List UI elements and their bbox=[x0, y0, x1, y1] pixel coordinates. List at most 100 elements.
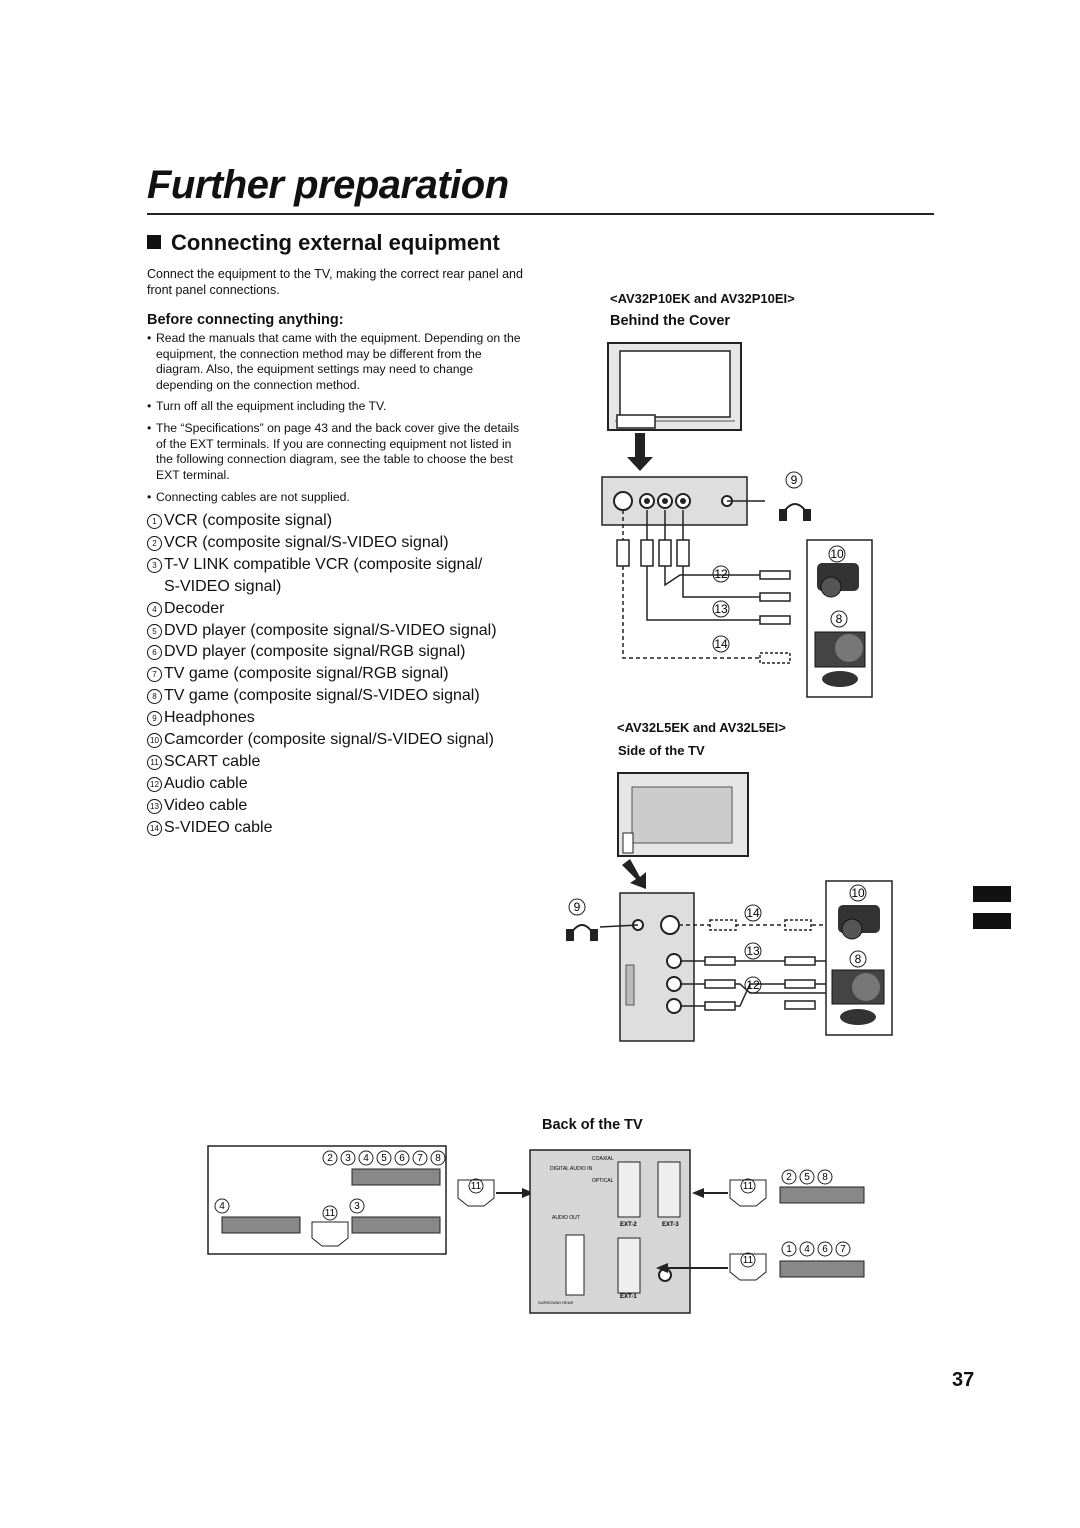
bullet-icon: • bbox=[147, 399, 152, 413]
item-text: Audio cable bbox=[164, 774, 248, 792]
intro-text: Connect the equipment to the TV, making … bbox=[147, 267, 523, 297]
bullet-text: Connecting cables are not supplied. bbox=[156, 490, 350, 504]
item-text: DVD player (composite signal/S-VIDEO sig… bbox=[164, 621, 497, 639]
item-text: DVD player (composite signal/RGB signal) bbox=[164, 643, 466, 661]
bullet-item: •Read the manuals that came with the equ… bbox=[147, 331, 525, 393]
callout-10: 10 bbox=[830, 547, 844, 561]
l5-connection-diagram: 9 10 14 13 8 12 bbox=[566, 772, 893, 1042]
coaxial-label: COAXIAL bbox=[592, 1156, 614, 1162]
digital-audio-in-label: DIGITAL AUDIO IN bbox=[550, 1166, 593, 1172]
bullet-item: • Turn off all the equipment including th… bbox=[147, 399, 525, 415]
p10-location-label: Behind the Cover bbox=[610, 313, 731, 329]
heading-square-icon bbox=[147, 235, 161, 249]
bullet-icon: • bbox=[147, 421, 152, 435]
p10-connection-diagram: 9 10 12 13 8 14 bbox=[601, 342, 873, 698]
item-number: 3 bbox=[147, 557, 162, 573]
callout-3: 3 bbox=[345, 1153, 351, 1164]
item-text: Decoder bbox=[164, 599, 225, 617]
surround-label: SURROUND REAR bbox=[538, 1300, 573, 1305]
side-tab-marker bbox=[973, 886, 1011, 902]
item-number: 4 bbox=[147, 601, 162, 617]
arrow-left-icon bbox=[656, 1263, 668, 1273]
tv-front-illustration bbox=[607, 342, 742, 431]
item-text: T-V LINK compatible VCR (composite signa… bbox=[164, 555, 483, 573]
callout-10: 10 bbox=[851, 886, 865, 900]
svg-text:1: 1 bbox=[786, 1244, 792, 1255]
callout-13: 13 bbox=[714, 602, 728, 616]
callout-11: 11 bbox=[325, 1208, 336, 1219]
item-number: 12 bbox=[147, 776, 162, 792]
cable-lines bbox=[616, 500, 791, 664]
callout-14: 14 bbox=[746, 906, 760, 920]
bullet-icon: • bbox=[147, 490, 152, 504]
callout-12: 12 bbox=[714, 567, 728, 581]
right-callouts: 11 11 2 5 8 1 4 6 7 bbox=[740, 1169, 851, 1268]
item-number: 6 bbox=[147, 645, 162, 661]
arrow-left-icon bbox=[692, 1188, 704, 1198]
item-text: VCR (composite signal) bbox=[164, 512, 333, 529]
svg-text:11: 11 bbox=[743, 1181, 754, 1192]
item-number: 13 bbox=[147, 798, 162, 814]
item-text: Camcorder (composite signal/S-VIDEO sign… bbox=[164, 731, 494, 749]
device-box bbox=[779, 1260, 865, 1278]
side-tab-marker bbox=[973, 913, 1011, 929]
scart-left-callout: 11 bbox=[468, 1178, 484, 1194]
bullet-item: • Connecting cables are not supplied. bbox=[147, 490, 525, 506]
callouts: 9 10 14 13 8 12 bbox=[568, 884, 867, 994]
callout-8: 8 bbox=[855, 952, 862, 966]
bullet-text: Read the manuals that came with the equi… bbox=[156, 331, 521, 392]
diagonal-arrow-icon bbox=[622, 859, 646, 889]
callout-14: 14 bbox=[714, 637, 728, 651]
item-number: 2 bbox=[147, 535, 162, 551]
device-box bbox=[779, 1186, 865, 1204]
l5-model-label: <AV32L5EK and AV32L5EI> bbox=[617, 720, 786, 735]
svg-text:2: 2 bbox=[786, 1172, 792, 1183]
callout-9: 9 bbox=[791, 473, 798, 487]
ext3-label: EXT-3 bbox=[662, 1222, 679, 1228]
item-text: VCR (composite signal/S-VIDEO signal) bbox=[164, 533, 449, 551]
left-callouts: 2 3 4 5 6 7 8 4 11 3 bbox=[214, 1150, 446, 1221]
svg-text:8: 8 bbox=[822, 1172, 828, 1183]
title-rule bbox=[147, 213, 934, 215]
bullet-text: Turn off all the equipment including the… bbox=[156, 399, 387, 413]
ext2-label: EXT-2 bbox=[620, 1222, 637, 1228]
callout-3: 3 bbox=[354, 1201, 360, 1212]
callout-6: 6 bbox=[399, 1153, 405, 1164]
p10-model-label: <AV32P10EK and AV32P10EI> bbox=[610, 291, 795, 306]
arrow-right-icon bbox=[522, 1188, 534, 1198]
back-of-tv-label: Back of the TV bbox=[542, 1117, 643, 1133]
section-heading-text: Connecting external equipment bbox=[171, 230, 500, 255]
list-item-continuation: S-VIDEO signal) bbox=[164, 577, 282, 595]
callout-7: 7 bbox=[417, 1153, 423, 1164]
callout-4: 4 bbox=[363, 1153, 369, 1164]
tv-back-panel: DIGITAL AUDIO IN COAXIAL OPTICAL AUDIO O… bbox=[529, 1149, 691, 1314]
item-number: 7 bbox=[147, 667, 162, 683]
callout-9: 9 bbox=[574, 900, 581, 914]
svg-text:11: 11 bbox=[743, 1255, 754, 1266]
headphones-icon bbox=[779, 503, 811, 521]
page-title: Further preparation bbox=[147, 163, 509, 207]
callout-12: 12 bbox=[746, 978, 760, 992]
item-text: TV game (composite signal/S-VIDEO signal… bbox=[164, 687, 480, 705]
game-console-icon bbox=[831, 969, 885, 1025]
game-console-icon bbox=[814, 631, 866, 687]
callout-4: 4 bbox=[219, 1201, 225, 1212]
callout-8: 8 bbox=[836, 612, 843, 626]
camcorder-icon bbox=[838, 905, 880, 940]
audio-out-label: AUDIO OUT bbox=[552, 1215, 580, 1221]
svg-text:11: 11 bbox=[471, 1181, 482, 1192]
side-panel bbox=[619, 892, 695, 1042]
item-number: 14 bbox=[147, 820, 162, 836]
camcorder-icon bbox=[817, 563, 859, 598]
